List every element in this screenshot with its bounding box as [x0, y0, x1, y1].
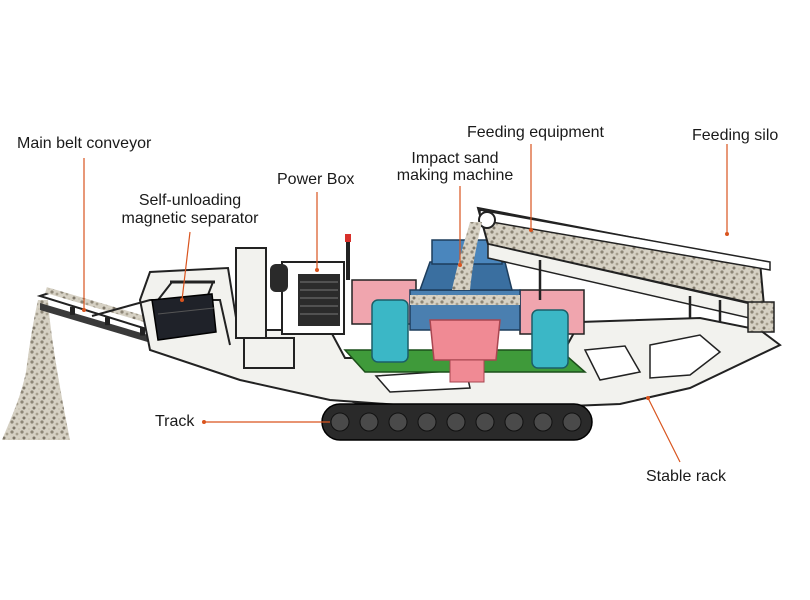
conveyor-roller [105, 317, 110, 326]
falling-material [452, 222, 482, 290]
leader-lines [82, 144, 729, 463]
track [321, 403, 593, 441]
conveyor-roller [140, 327, 145, 336]
track-wheel [533, 412, 553, 432]
label-self-unloading-line1: Self-unloading [138, 192, 242, 209]
magnetic-separator [151, 280, 217, 341]
label-impact-line1: Impact sand [411, 150, 499, 167]
label-impact-line2: making machine [396, 167, 514, 184]
conveyor-roller [70, 306, 75, 315]
power-box [270, 234, 351, 335]
label-stable-rack: Stable rack [646, 468, 727, 485]
label-power-box: Power Box [277, 171, 355, 188]
track-wheel [417, 412, 437, 432]
label-feeding-equipment: Feeding equipment [467, 124, 604, 141]
track-wheel [330, 412, 350, 432]
gravel-pile [2, 300, 70, 440]
label-feeding-silo: Feeding silo [692, 127, 779, 144]
label-main-belt-conveyor: Main belt conveyor [17, 135, 152, 152]
track-wheel [475, 412, 495, 432]
track-wheel [446, 412, 466, 432]
label-self-unloading-line2: magnetic separator [121, 210, 259, 227]
track-wheel [359, 412, 379, 432]
label-track: Track [155, 413, 195, 430]
track-wheel [562, 412, 582, 432]
track-wheel [388, 412, 408, 432]
track-wheel [504, 412, 524, 432]
feeding-equipment [476, 206, 775, 333]
